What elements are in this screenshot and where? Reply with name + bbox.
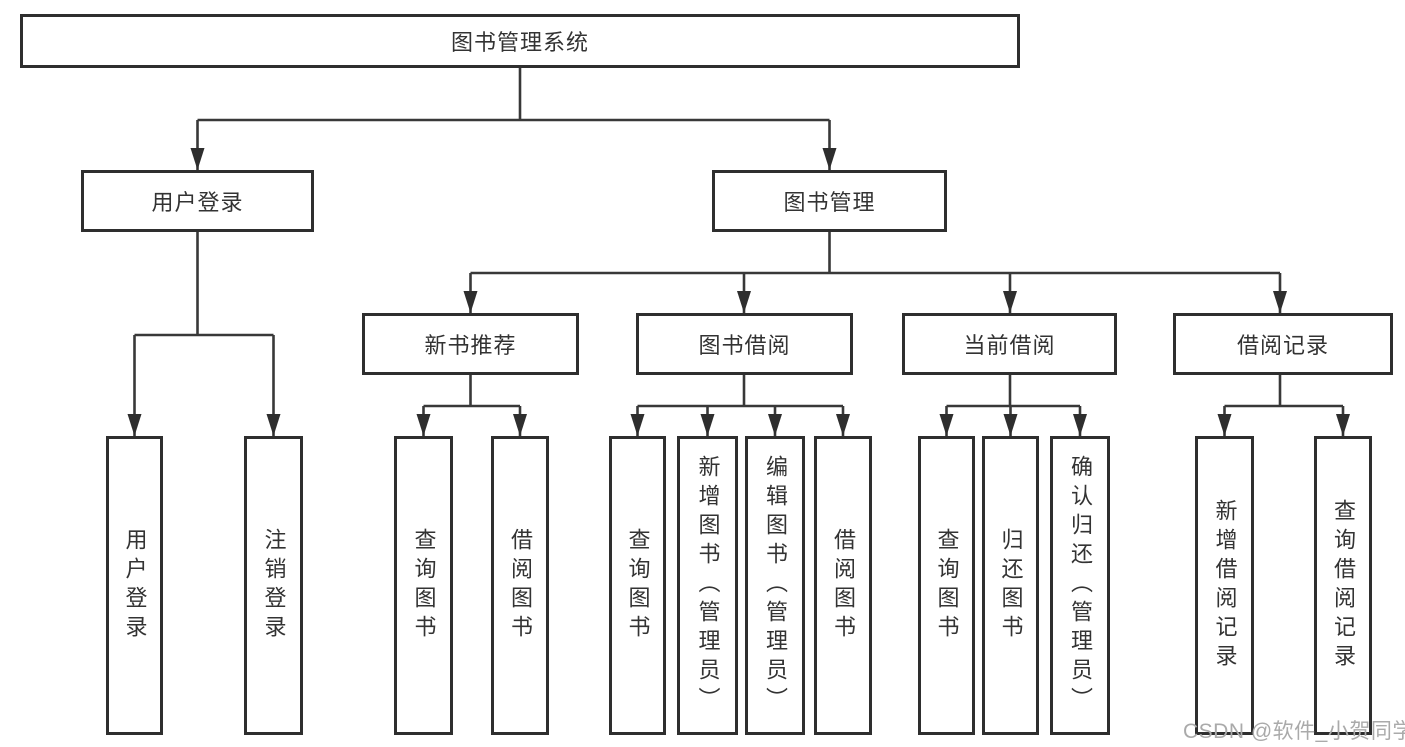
leaf-borrowing-edit-books-admin-label: 编辑图书（管理员） — [763, 455, 788, 716]
leaf-current-confirm-return-admin: 确认归还（管理员） — [1050, 436, 1110, 735]
node-current-borrowing: 当前借阅 — [902, 313, 1117, 375]
leaf-logout: 注销登录 — [244, 436, 303, 735]
leaf-user-login-label: 用户登录 — [122, 527, 148, 644]
leaf-logout-label: 注销登录 — [261, 527, 287, 644]
leaf-recommend-borrow-books: 借阅图书 — [491, 436, 549, 735]
leaf-borrowing-borrow-books: 借阅图书 — [814, 436, 872, 735]
node-book-management: 图书管理 — [712, 170, 947, 232]
node-new-book-recommend: 新书推荐 — [362, 313, 579, 375]
leaf-recommend-borrow-books-label: 借阅图书 — [508, 527, 533, 644]
leaf-current-return-books-label: 归还图书 — [998, 527, 1024, 644]
leaf-borrowing-query-books: 查询图书 — [609, 436, 666, 735]
leaf-recommend-query-books: 查询图书 — [394, 436, 453, 735]
leaf-borrowing-edit-books-admin: 编辑图书（管理员） — [745, 436, 805, 735]
node-root: 图书管理系统 — [20, 14, 1020, 68]
leaf-borrowing-borrow-books-label: 借阅图书 — [831, 527, 856, 644]
leaf-recommend-query-books-label: 查询图书 — [411, 527, 437, 644]
leaf-current-confirm-return-admin-label: 确认归还（管理员） — [1068, 455, 1093, 716]
node-user-login: 用户登录 — [81, 170, 314, 232]
leaf-records-add-record: 新增借阅记录 — [1195, 436, 1254, 735]
node-book-borrowing: 图书借阅 — [636, 313, 853, 375]
leaf-current-query-books: 查询图书 — [918, 436, 975, 735]
watermark-text: CSDN @软件_小贺同学 — [1183, 720, 1405, 743]
leaf-records-query-record: 查询借阅记录 — [1314, 436, 1372, 735]
leaf-user-login: 用户登录 — [106, 436, 163, 735]
leaf-records-add-record-label: 新增借阅记录 — [1212, 498, 1238, 673]
leaf-borrowing-query-books-label: 查询图书 — [625, 527, 651, 644]
leaf-borrowing-add-books-admin: 新增图书（管理员） — [677, 436, 738, 735]
leaf-current-return-books: 归还图书 — [982, 436, 1039, 735]
leaf-records-query-record-label: 查询借阅记录 — [1331, 498, 1356, 673]
leaf-borrowing-add-books-admin-label: 新增图书（管理员） — [695, 455, 721, 716]
leaf-current-query-books-label: 查询图书 — [934, 527, 960, 644]
node-borrowing-records: 借阅记录 — [1173, 313, 1393, 375]
